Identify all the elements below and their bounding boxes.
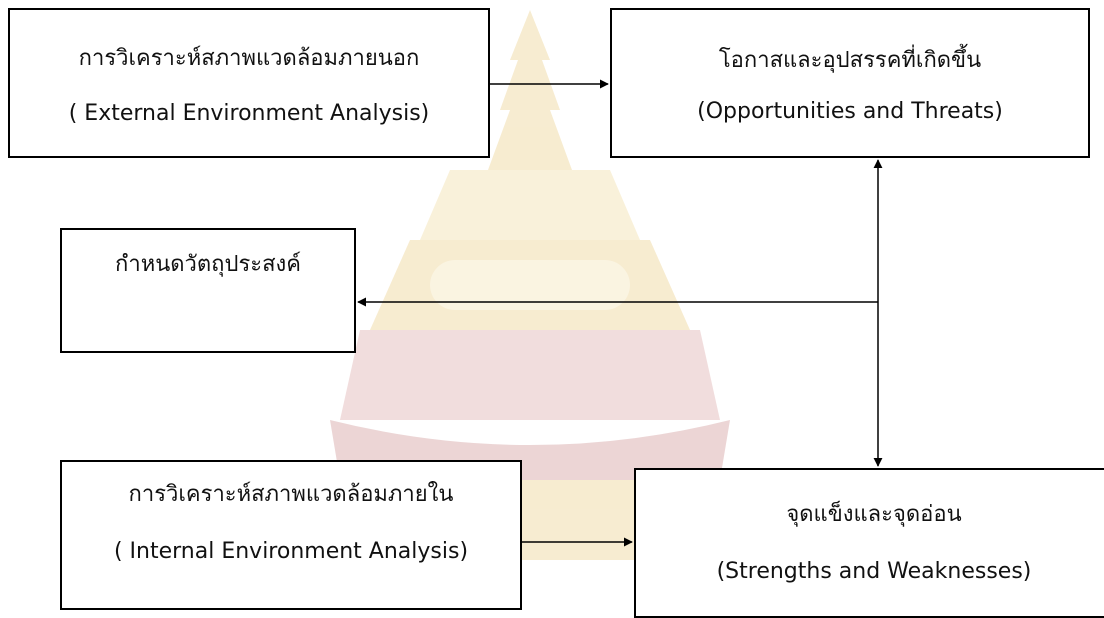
- external-analysis-thai: การวิเคราะห์สภาพแวดล้อมภายนอก: [78, 46, 420, 71]
- internal-analysis-thai: การวิเคราะห์สภาพแวดล้อมภายใน: [128, 482, 454, 507]
- strengths-weaknesses-box: จุดแข็งและจุดอ่อน (Strengths and Weaknes…: [634, 468, 1104, 618]
- opportunities-threats-english: (Opportunities and Threats): [697, 99, 1003, 124]
- connector-arrows: [357, 79, 883, 547]
- opportunities-threats-box: โอกาสและอุปสรรคที่เกิดขึ้น (Opportunitie…: [610, 8, 1090, 158]
- strengths-weaknesses-english: (Strengths and Weaknesses): [716, 559, 1032, 584]
- external-analysis-box: การวิเคราะห์สภาพแวดล้อมภายนอก ( External…: [8, 8, 490, 158]
- opportunities-threats-thai: โอกาสและอุปสรรคที่เกิดขึ้น: [718, 48, 982, 73]
- set-objectives-thai: กำหนดวัตถุประสงค์: [115, 252, 301, 277]
- internal-analysis-english: ( Internal Environment Analysis): [113, 539, 469, 564]
- strengths-weaknesses-thai: จุดแข็งและจุดอ่อน: [786, 502, 962, 527]
- internal-analysis-box: การวิเคราะห์สภาพแวดล้อมภายใน ( Internal …: [60, 460, 522, 610]
- external-analysis-english: ( External Environment Analysis): [68, 101, 430, 126]
- set-objectives-box: กำหนดวัตถุประสงค์: [60, 228, 356, 353]
